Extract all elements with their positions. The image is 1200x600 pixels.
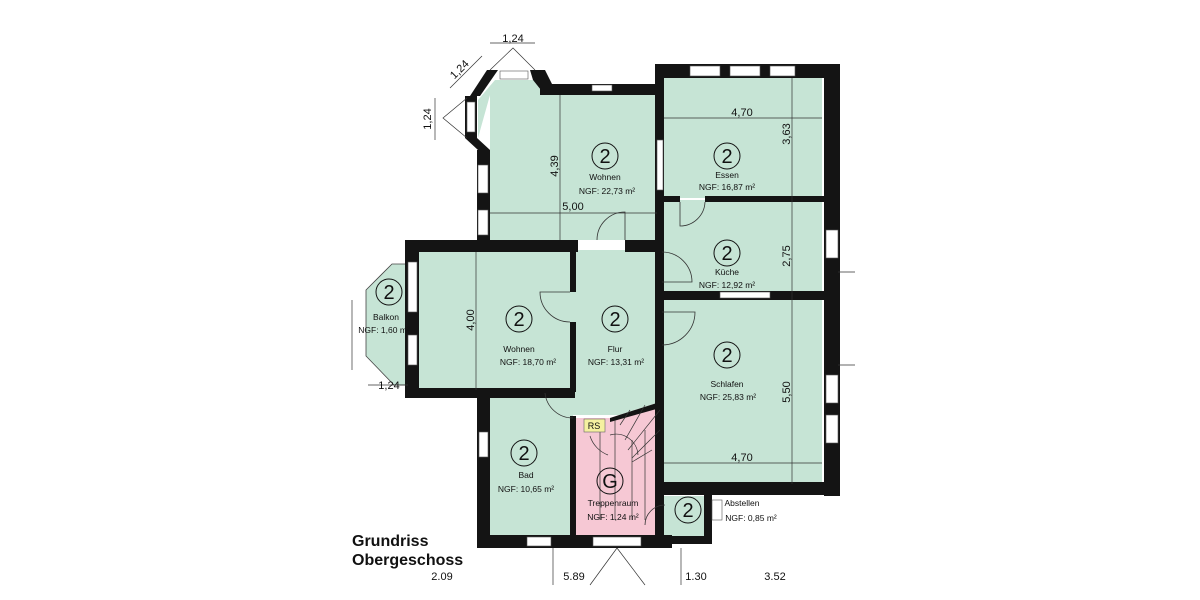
room-treppenraum: G Treppenraum NGF: 1,24 m² [587,467,639,522]
room-code: 2 [721,243,732,265]
room-area: NGF: 0,85 m² [725,513,777,523]
room-wohnen1-fill [478,80,660,240]
room-area: NGF: 13,31 m² [588,357,644,367]
room-name: Bad [518,470,533,480]
stair-lines [589,404,661,520]
svg-text:2,75: 2,75 [781,245,793,266]
room-name: Essen [715,170,739,180]
svg-text:1,24: 1,24 [448,58,472,82]
room-area: NGF: 25,83 m² [700,392,756,402]
svg-text:1,24: 1,24 [378,380,399,392]
svg-text:4,70: 4,70 [731,452,752,464]
room-name: Wohnen [503,344,535,354]
svg-text:4,39: 4,39 [549,155,561,176]
room-abstellen: 2 Abstellen NGF: 0,85 m² [674,496,777,524]
svg-text:1,24: 1,24 [422,108,434,129]
doors [539,201,706,526]
room-bad: 2 Bad NGF: 10,65 m² [498,439,554,494]
room-name: Wohnen [589,172,621,182]
room-bad-fill [488,396,573,536]
room-flur: 2 Flur NGF: 13,31 m² [588,305,644,367]
room-treppenraum-fill [576,402,660,536]
dimension-lines [351,42,855,586]
room-code: 2 [383,282,394,304]
room-schlafen-fill [662,298,822,484]
room-code: 2 [518,443,529,465]
dimension-labels: 1,24 1,24 1,24 4,39 5,00 4,70 3,63 2,75 … [378,33,793,583]
room-name: Abstellen [725,498,760,508]
svg-text:4,00: 4,00 [465,309,477,330]
room-essen-fill [662,76,822,198]
svg-text:4,70: 4,70 [731,107,752,119]
room-area: NGF: 1,60 m² [358,325,410,335]
room-wohnen2-fill [418,250,573,390]
svg-text:1.30: 1.30 [685,571,706,583]
room-name: Flur [608,344,623,354]
room-code: 2 [599,146,610,168]
svg-text:3,63: 3,63 [781,123,793,144]
room-area: NGF: 22,73 m² [579,186,635,196]
room-area: NGF: 16,87 m² [699,182,755,192]
room-kueche: 2 Küche NGF: 12,92 m² [699,239,755,290]
svg-text:2.09: 2.09 [431,571,452,583]
room-fills [365,76,822,536]
room-code: 2 [513,309,524,331]
room-schlafen: 2 Schlafen NGF: 25,83 m² [700,341,756,402]
room-code: 2 [682,500,693,522]
plan-title-line2: Obergeschoss [352,552,463,569]
svg-text:5,00: 5,00 [562,201,583,213]
svg-text:1,24: 1,24 [502,33,523,45]
svg-text:RS: RS [588,421,601,431]
room-essen: 2 Essen NGF: 16,87 m² [699,142,755,192]
room-code: 2 [609,309,620,331]
svg-text:5.89: 5.89 [563,571,584,583]
room-wohnen2: 2 Wohnen NGF: 18,70 m² [500,305,556,367]
room-area: NGF: 18,70 m² [500,357,556,367]
rs-badge: RS [583,418,606,433]
room-name: Balkon [373,312,399,322]
svg-text:5,50: 5,50 [781,381,793,402]
plan-title-line1: Grundriss [352,533,429,550]
room-name: Küche [715,267,739,277]
svg-text:3.52: 3.52 [764,571,785,583]
windows [407,65,839,547]
room-code: G [602,471,618,493]
room-balkon: 2 Balkon NGF: 1,60 m² [358,278,410,335]
room-area: NGF: 1,24 m² [587,512,639,522]
room-kueche-fill [662,200,822,293]
room-wohnen1: 2 Wohnen NGF: 22,73 m² [579,142,635,196]
room-flur-fill [573,250,661,415]
room-area: NGF: 12,92 m² [699,280,755,290]
room-name: Treppenraum [588,498,639,508]
room-name: Schlafen [710,379,743,389]
room-area: NGF: 10,65 m² [498,484,554,494]
room-code: 2 [721,345,732,367]
room-code: 2 [721,146,732,168]
